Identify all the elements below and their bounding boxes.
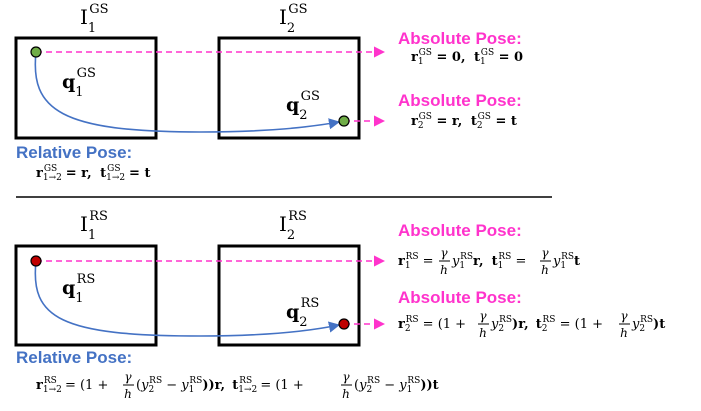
svg-text:(y2RS − y1RS))r, t1→2R: (y2RS − y1RS))r, t1→2RS = (1 + <box>136 376 304 395</box>
absolute-pose-rs-2-heading: Absolute Pose: <box>398 288 522 307</box>
absolute-pose-gs-2-heading: Absolute Pose: <box>398 91 522 110</box>
svg-text:r1RS =: r1RS = <box>398 252 434 271</box>
absolute-pose-rs-1-formula: r1RS = γ h y1RSr, t1RS = γ h y1RSt <box>398 246 580 277</box>
svg-text:γ: γ <box>342 370 350 384</box>
correspondence-curve-rs <box>34 260 341 337</box>
svg-text:h: h <box>342 387 350 401</box>
svg-text:γ: γ <box>620 309 628 323</box>
relative-pose-rs-formula: r1→2RS = (1 + γ h (y2RS − y1RS))r, t1→2R… <box>36 370 439 401</box>
svg-text:γ: γ <box>479 309 487 323</box>
svg-text:y1RSr, t1RS =: y1RSr, t1RS = <box>451 252 526 271</box>
svg-text:γ: γ <box>541 246 549 260</box>
svg-text:h: h <box>620 326 628 340</box>
image2-gs-label: I2GS <box>279 2 307 36</box>
svg-text:r2RS = (1 +: r2RS = (1 + <box>398 315 466 334</box>
point-q2-rs <box>338 318 350 330</box>
absolute-pose-rs-1-heading: Absolute Pose: <box>398 221 522 240</box>
image2-rs-label: I2RS <box>279 209 307 243</box>
correspondence-curve-gs <box>34 51 341 133</box>
image1-rs-label: I1RS <box>80 209 108 243</box>
image1-gs-label: I1GS <box>80 2 108 36</box>
svg-text:γ: γ <box>124 370 132 384</box>
svg-text:y2RS)r, t2RS = (1 +: y2RS)r, t2RS = (1 + <box>490 315 603 334</box>
point-q2-rs-label: q2RS <box>286 296 319 330</box>
point-q2-gs-label: q2GS <box>286 89 320 123</box>
absolute-pose-gs-2-formula: r2GS = r, t2GS = t <box>411 112 517 131</box>
svg-text:h: h <box>479 326 487 340</box>
image1-rs-frame <box>14 244 158 347</box>
svg-text:(y2RS − y1RS))t: (y2RS − y1RS))t <box>354 376 439 395</box>
point-q1-gs <box>30 46 42 58</box>
absolute-pose-rs-2-formula: r2RS = (1 + γ h y2RS)r, t2RS = (1 + γ h … <box>398 309 665 340</box>
image2-rs-frame <box>217 244 361 347</box>
global-shutter-section: I1GS I2GS q1GS q2GS Absolute Pose: r1GS … <box>14 2 523 183</box>
relative-pose-rs-heading: Relative Pose: <box>16 348 132 367</box>
rolling-shutter-section: I1RS I2RS q1RS q2RS Absolute Pose: r1RS … <box>14 209 665 401</box>
relative-pose-gs-formula: r1→2GS = r, t1→2GS = t <box>36 164 150 183</box>
svg-text:r1→2RS = (1 +: r1→2RS = (1 + <box>36 376 108 395</box>
svg-text:h: h <box>541 263 549 277</box>
relative-pose-gs-heading: Relative Pose: <box>16 143 132 162</box>
svg-text:y2RS)t: y2RS)t <box>631 315 665 334</box>
svg-text:y1RSt: y1RSt <box>552 252 580 271</box>
absolute-pose-gs-1-heading: Absolute Pose: <box>398 29 522 48</box>
svg-text:γ: γ <box>440 246 448 260</box>
svg-text:h: h <box>440 263 448 277</box>
point-q1-rs-label: q1RS <box>62 272 95 306</box>
absolute-pose-gs-1-formula: r1GS = 0, t1GS = 0 <box>411 48 523 67</box>
image2-gs-frame <box>217 36 361 140</box>
image1-gs-frame <box>14 36 158 140</box>
point-q1-gs-label: q1GS <box>62 66 96 100</box>
svg-text:h: h <box>124 387 132 401</box>
point-q1-rs <box>30 255 42 267</box>
point-q2-gs <box>338 115 350 127</box>
